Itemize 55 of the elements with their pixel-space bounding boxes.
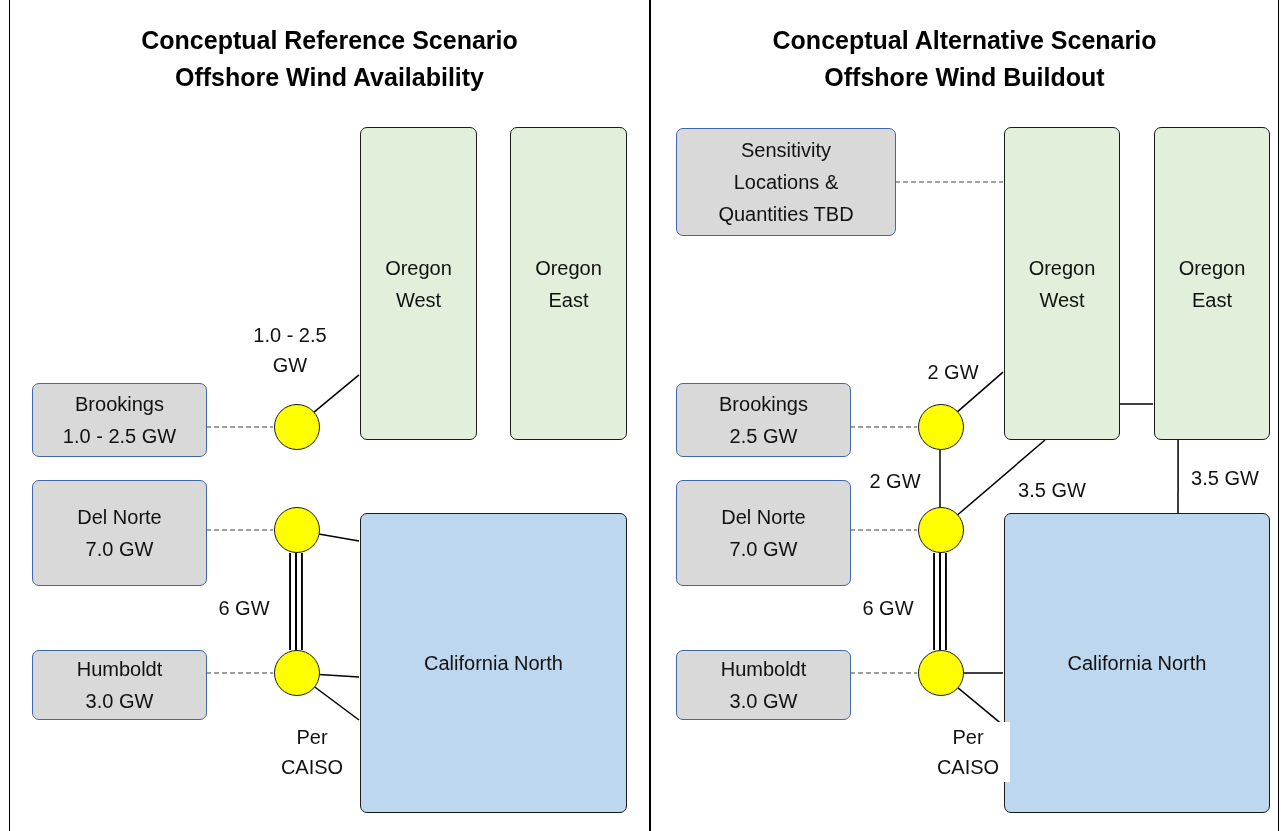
node-label: Del Norte 7.0 GW: [76, 505, 163, 562]
connector-line: [1177, 439, 1179, 514]
node-label: Brookings 1.0 - 2.5 GW: [62, 392, 177, 449]
node-label: Humboldt 3.0 GW: [75, 657, 164, 714]
region-box: [360, 127, 477, 440]
triple-line-connector: [933, 553, 947, 650]
node-label: California North: [1067, 651, 1207, 676]
connector-line: [318, 673, 360, 678]
connector-line: [962, 672, 1004, 674]
connector-line: [956, 371, 1004, 413]
dashed-connector: [205, 529, 274, 531]
dashed-connector: [849, 426, 918, 428]
connector-line: [312, 374, 360, 414]
panel-title: Conceptual Reference Scenario Offshore Wind Availability: [140, 25, 519, 93]
wind-area-box: [676, 650, 851, 720]
node-label: Oregon West: [384, 255, 453, 313]
wind-area-box: [676, 480, 851, 586]
dashed-connector: [205, 426, 274, 428]
node-label: Oregon West: [1027, 255, 1097, 313]
dashed-connector: [205, 672, 274, 674]
triple-line-connector: [289, 553, 303, 650]
region-box: [1154, 127, 1270, 440]
junction-circle: [918, 650, 964, 696]
junction-circle: [274, 650, 320, 696]
dashed-connector: [849, 529, 918, 531]
region-box: [1004, 127, 1120, 440]
dashed-connector: [849, 672, 918, 674]
node-label: California North: [424, 651, 563, 676]
junction-circle: [274, 507, 320, 553]
junction-circle: [274, 404, 320, 450]
node-label: Humboldt 3.0 GW: [719, 657, 808, 714]
panel-title: Conceptual Alternative Scenario Offshore Wind Buildout: [771, 25, 1158, 93]
region-box: [360, 513, 627, 813]
wind-area-box: [32, 650, 207, 720]
connector-line: [1118, 403, 1154, 405]
connector-line: [939, 449, 941, 508]
node-label: Oregon East: [534, 255, 603, 313]
node-label: Del Norte 7.0 GW: [720, 505, 807, 562]
region-box: [510, 127, 627, 440]
scenario-panel: [650, 0, 1279, 831]
node-label: Brookings 2.5 GW: [718, 392, 809, 449]
dashed-connector: [894, 181, 1004, 183]
junction-circle: [918, 507, 964, 553]
scenario-panel: [9, 0, 650, 831]
connector-line: [313, 686, 360, 721]
connector-line: [317, 533, 360, 542]
wind-area-box: [32, 383, 207, 457]
region-box: [1004, 513, 1270, 813]
junction-circle: [918, 404, 964, 450]
wind-area-box: [32, 480, 207, 586]
node-label: Oregon East: [1177, 255, 1247, 313]
node-label: Sensitivity Locations & Quantities TBD: [717, 138, 855, 227]
wind-area-box: [676, 383, 851, 457]
connector-line: [956, 439, 1046, 516]
wind-area-box: [676, 128, 896, 236]
